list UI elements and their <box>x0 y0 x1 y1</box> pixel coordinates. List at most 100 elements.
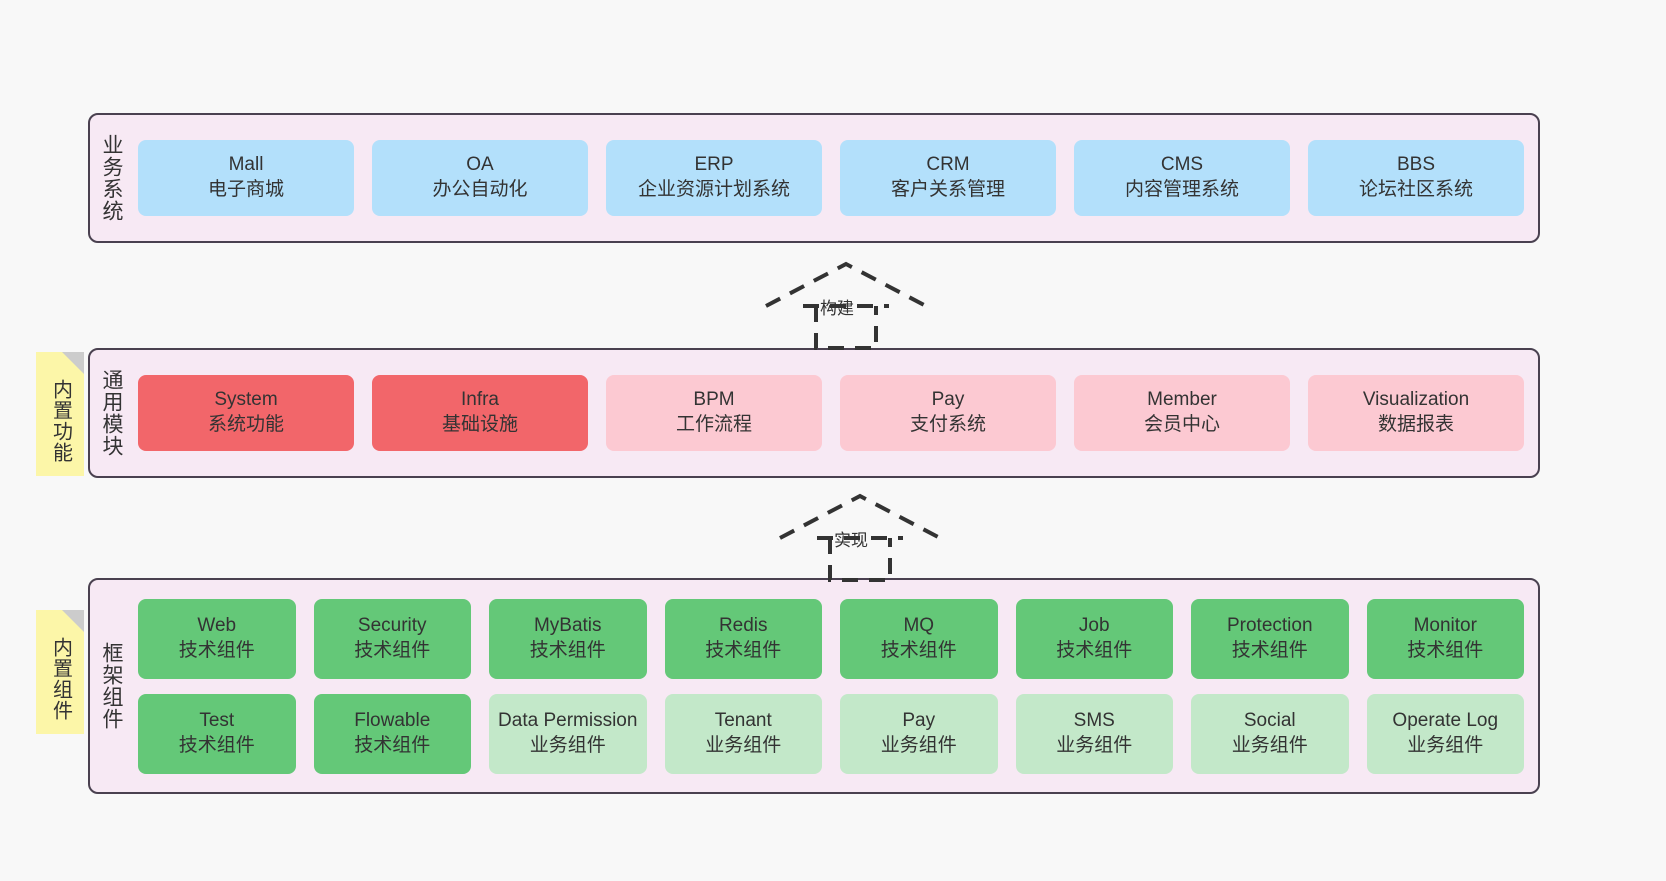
card-title-cn: 论坛社区系统 <box>1358 179 1473 200</box>
card-system[interactable]: System 系统功能 <box>138 375 354 451</box>
card-title-en: Tenant <box>714 709 772 731</box>
card-title-cn: 业务组件 <box>1407 734 1484 756</box>
card-oa[interactable]: OA 办公自动化 <box>372 140 588 216</box>
note-fold-corner-icon <box>62 610 84 632</box>
card-title-en: CMS <box>1160 154 1204 176</box>
card-social[interactable]: Social 业务组件 <box>1191 693 1349 774</box>
card-test[interactable]: Test 技术组件 <box>138 693 296 774</box>
card-title-en: Test <box>199 709 235 731</box>
card-operate-log[interactable]: Operate Log 业务组件 <box>1366 693 1524 774</box>
card-mq[interactable]: MQ 技术组件 <box>840 598 998 679</box>
card-title-en: SMS <box>1073 709 1115 731</box>
card-pay-module[interactable]: Pay 支付系统 <box>840 375 1056 451</box>
card-title-en: Redis <box>718 614 768 636</box>
card-title-cn: 业务组件 <box>880 734 957 756</box>
card-title-cn: 内容管理系统 <box>1124 179 1239 200</box>
card-title-cn: 技术组件 <box>178 734 255 756</box>
card-tenant[interactable]: Tenant 业务组件 <box>664 693 822 774</box>
sticky-note-label: 内置组件 <box>49 637 72 721</box>
card-redis[interactable]: Redis 技术组件 <box>664 598 822 679</box>
layer-body-business-system: Mall 电子商城 OA 办公自动化 ERP 企业资源计划系统 CRM 客户关系… <box>132 115 1538 241</box>
card-mall[interactable]: Mall 电子商城 <box>138 140 354 216</box>
card-title-cn: 技术组件 <box>1231 639 1308 661</box>
card-data-permission[interactable]: Data Permission 业务组件 <box>489 693 647 774</box>
card-title-cn: 电子商城 <box>207 179 284 200</box>
card-title-en: Pay <box>931 389 965 411</box>
card-crm[interactable]: CRM 客户关系管理 <box>840 140 1056 216</box>
card-title-cn: 技术组件 <box>354 639 431 661</box>
layer-common-module: 通用模块 System 系统功能 Infra 基础设施 BPM 工作流程 Pay… <box>88 348 1540 478</box>
card-title-cn: 数据报表 <box>1377 414 1454 435</box>
card-security[interactable]: Security 技术组件 <box>313 598 471 679</box>
card-title-cn: 业务组件 <box>529 734 606 756</box>
card-row: Web 技术组件 Security 技术组件 MyBatis 技术组件 Redi… <box>138 598 1524 679</box>
card-row: Test 技术组件 Flowable 技术组件 Data Permission … <box>138 693 1524 774</box>
sticky-note-builtin-component: 内置组件 <box>36 610 84 734</box>
card-title-cn: 客户关系管理 <box>890 179 1005 200</box>
card-title-en: Protection <box>1226 614 1313 636</box>
card-sms[interactable]: SMS 业务组件 <box>1015 693 1173 774</box>
card-title-cn: 技术组件 <box>1407 639 1484 661</box>
card-title-cn: 企业资源计划系统 <box>637 179 790 200</box>
card-title-cn: 基础设施 <box>441 414 518 435</box>
card-member[interactable]: Member 会员中心 <box>1074 375 1290 451</box>
card-title-en: Monitor <box>1413 614 1477 636</box>
card-title-en: MQ <box>903 614 935 636</box>
card-bbs[interactable]: BBS 论坛社区系统 <box>1308 140 1524 216</box>
note-fold-corner-icon <box>62 352 84 374</box>
card-title-cn: 技术组件 <box>880 639 957 661</box>
card-title-en: MyBatis <box>533 614 602 636</box>
card-row: System 系统功能 Infra 基础设施 BPM 工作流程 Pay 支付系统… <box>138 375 1524 451</box>
layer-body-common-module: System 系统功能 Infra 基础设施 BPM 工作流程 Pay 支付系统… <box>132 350 1538 476</box>
card-title-en: System <box>214 389 278 411</box>
card-title-en: CRM <box>926 154 970 176</box>
card-cms[interactable]: CMS 内容管理系统 <box>1074 140 1290 216</box>
card-erp[interactable]: ERP 企业资源计划系统 <box>606 140 822 216</box>
card-title-cn: 工作流程 <box>675 414 752 435</box>
dashed-generalization-arrow-icon <box>765 261 927 350</box>
card-title-en: BBS <box>1396 154 1436 176</box>
card-visualization[interactable]: Visualization 数据报表 <box>1308 375 1524 451</box>
card-title-cn: 技术组件 <box>529 639 606 661</box>
layer-title-framework-component: 框架组件 <box>99 642 123 730</box>
card-title-cn: 技术组件 <box>178 639 255 661</box>
card-infra[interactable]: Infra 基础设施 <box>372 375 588 451</box>
card-title-en: BPM <box>693 389 735 411</box>
layer-framework-component: 框架组件 Web 技术组件 Security 技术组件 MyBatis 技术组件… <box>88 578 1540 794</box>
arrow-implement: 实现 <box>770 490 950 582</box>
card-protection[interactable]: Protection 技术组件 <box>1191 598 1349 679</box>
arrow-build: 构建 <box>756 258 936 350</box>
arrow-label-implement: 实现 <box>834 531 868 550</box>
card-title-en: Operate Log <box>1392 709 1499 731</box>
card-title-en: Flowable <box>354 709 431 731</box>
layer-body-framework-component: Web 技术组件 Security 技术组件 MyBatis 技术组件 Redi… <box>132 580 1538 792</box>
card-title-cn: 系统功能 <box>207 414 284 435</box>
card-title-cn: 业务组件 <box>1231 734 1308 756</box>
card-title-en: Visualization <box>1362 389 1470 411</box>
layer-title-business-system: 业务系统 <box>99 134 123 222</box>
card-title-en: ERP <box>694 154 734 176</box>
card-monitor[interactable]: Monitor 技术组件 <box>1366 598 1524 679</box>
card-title-cn: 业务组件 <box>705 734 782 756</box>
card-job[interactable]: Job 技术组件 <box>1015 598 1173 679</box>
card-title-en: Infra <box>460 389 500 411</box>
card-title-cn: 会员中心 <box>1143 414 1220 435</box>
layer-title-common-module: 通用模块 <box>99 369 123 457</box>
card-flowable[interactable]: Flowable 技术组件 <box>313 693 471 774</box>
layer-business-system: 业务系统 Mall 电子商城 OA 办公自动化 ERP 企业资源计划系统 CRM… <box>88 113 1540 243</box>
card-title-cn: 技术组件 <box>1056 639 1133 661</box>
card-title-en: Member <box>1147 389 1217 411</box>
card-title-cn: 支付系统 <box>909 414 986 435</box>
dashed-generalization-arrow-icon <box>779 493 941 582</box>
card-pay-component[interactable]: Pay 业务组件 <box>840 693 998 774</box>
card-title-en: Job <box>1078 614 1110 636</box>
sticky-note-builtin-function: 内置功能 <box>36 352 84 476</box>
card-bpm[interactable]: BPM 工作流程 <box>606 375 822 451</box>
card-web[interactable]: Web 技术组件 <box>138 598 296 679</box>
card-mybatis[interactable]: MyBatis 技术组件 <box>489 598 647 679</box>
card-title-en: Web <box>197 614 237 636</box>
card-title-cn: 业务组件 <box>1056 734 1133 756</box>
arrow-label-build: 构建 <box>820 299 854 318</box>
sticky-note-label: 内置功能 <box>49 379 72 463</box>
